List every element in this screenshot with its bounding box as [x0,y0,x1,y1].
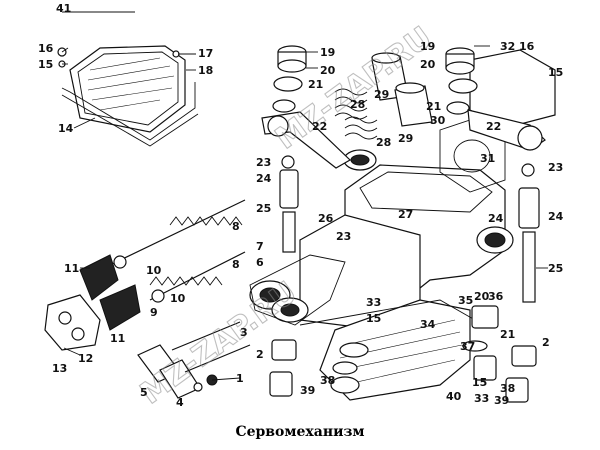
spool-bushing-left [272,45,307,113]
bushing-39-right [505,377,529,403]
callout-29-a: 29 [374,88,389,101]
callout-28-b: 28 [376,136,391,149]
callout-6: 6 [256,256,264,269]
boot-11-upper [79,254,119,301]
callout-16-b: 16 [519,40,535,53]
spring-8 [149,216,243,286]
callout-22-b: 22 [486,120,501,133]
bushing-38 [473,355,497,381]
callout-labels: 41 16 15 17 18 14 19 20 21 22 28 29 30 3… [38,2,564,409]
callout-8-b: 8 [232,258,240,271]
callout-41: 41 [56,2,71,15]
callout-26: 26 [318,212,334,225]
callout-8-a: 8 [232,220,240,233]
callout-21-a: 21 [308,78,323,91]
callout-23-b: 23 [548,161,563,174]
callout-1: 1 [236,372,244,385]
washer-4 [193,382,203,392]
callout-20-b: 20 [474,290,490,303]
callout-25-a: 25 [256,202,271,215]
callout-4: 4 [176,396,184,409]
servo-housing [249,149,514,331]
callout-11-a: 11 [64,262,79,275]
callout-33-a: 33 [366,296,381,309]
bushing-2-right [511,345,537,367]
cover-plate [69,45,186,133]
callout-40: 40 [446,390,462,403]
shaft-25-right [522,231,536,303]
cover-gasket [61,82,196,141]
callout-32: 32 [500,40,515,53]
callout-24-b: 24 [548,210,564,223]
callout-22-a: 22 [312,120,327,133]
callout-31: 31 [480,152,495,165]
callout-34: 34 [420,318,436,331]
seal-37 [462,340,488,352]
spool-bushing-right [445,47,478,115]
callout-21-b: 21 [500,328,515,341]
sleeve-29-top [371,52,433,127]
bushing-36 [471,305,499,329]
callout-20-a: 20 [320,64,336,77]
callout-11-b: 11 [110,332,125,345]
callout-10-a: 10 [146,264,162,277]
bushing-39-left [269,371,293,397]
callout-15-b: 15 [548,66,563,79]
shaft-25-left [282,211,296,253]
callout-28-a: 28 [350,98,365,111]
callout-38-b: 38 [320,374,335,387]
callout-37: 37 [460,340,475,353]
callout-14: 14 [58,122,74,135]
callout-19-a: 19 [320,46,335,59]
callout-13: 13 [52,362,67,375]
callout-24-c: 24 [488,212,504,225]
shaft-24-left [279,169,299,209]
callout-10-b: 10 [170,292,186,305]
callout-2: 2 [256,348,264,361]
callout-15-c: 15 [366,312,381,325]
callout-2-b: 2 [542,336,550,349]
piston-5 [137,321,251,399]
flange-12 [44,294,101,351]
callout-38-a: 38 [500,382,515,395]
callout-24-a: 24 [256,172,272,185]
callout-27: 27 [398,208,413,221]
boot-11-lower [99,284,141,331]
callout-15-d: 15 [472,376,487,389]
callout-16: 16 [38,42,54,55]
rod-10 [109,199,246,266]
shaft-24-right [518,187,540,229]
callout-18: 18 [198,64,213,77]
callout-17: 17 [198,47,213,60]
callout-30: 30 [430,114,446,127]
callout-5: 5 [140,386,148,399]
bushing-2-left [271,339,297,361]
callout-15: 15 [38,58,53,71]
callout-9: 9 [150,306,158,319]
callout-39-b: 39 [494,394,509,407]
callout-7: 7 [256,240,264,253]
seal-21-bottom [332,361,358,375]
leader-lines [61,11,548,381]
callout-25-b: 25 [548,262,563,275]
callout-21-c: 21 [426,100,441,113]
callout-19-b: 19 [420,40,435,53]
callout-33-b: 33 [474,392,489,405]
figure-caption: Сервомеханизм [235,424,364,440]
callout-12: 12 [78,352,93,365]
callout-29-b: 29 [398,132,413,145]
callout-36: 36 [488,290,504,303]
callout-20-b: 20 [420,58,436,71]
callout-35: 35 [458,294,473,307]
callout-39-a: 39 [300,384,315,397]
callout-3: 3 [240,326,248,339]
seal-38-bottom [330,376,360,394]
spring-28 [334,88,378,140]
callout-23-a: 23 [256,156,271,169]
seal-20-bottom [339,342,369,358]
callout-23-c: 23 [336,230,351,243]
